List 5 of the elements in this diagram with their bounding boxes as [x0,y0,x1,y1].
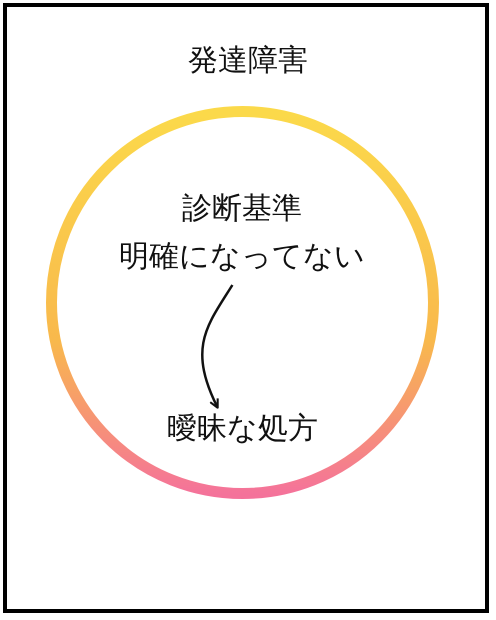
node-text: 曖昧な処方 [85,405,400,453]
node-text: 診断基準 明確になってない [82,185,402,281]
title: 発達障害 [187,42,309,80]
arrow [201,284,234,409]
circle-ring [45,105,440,500]
